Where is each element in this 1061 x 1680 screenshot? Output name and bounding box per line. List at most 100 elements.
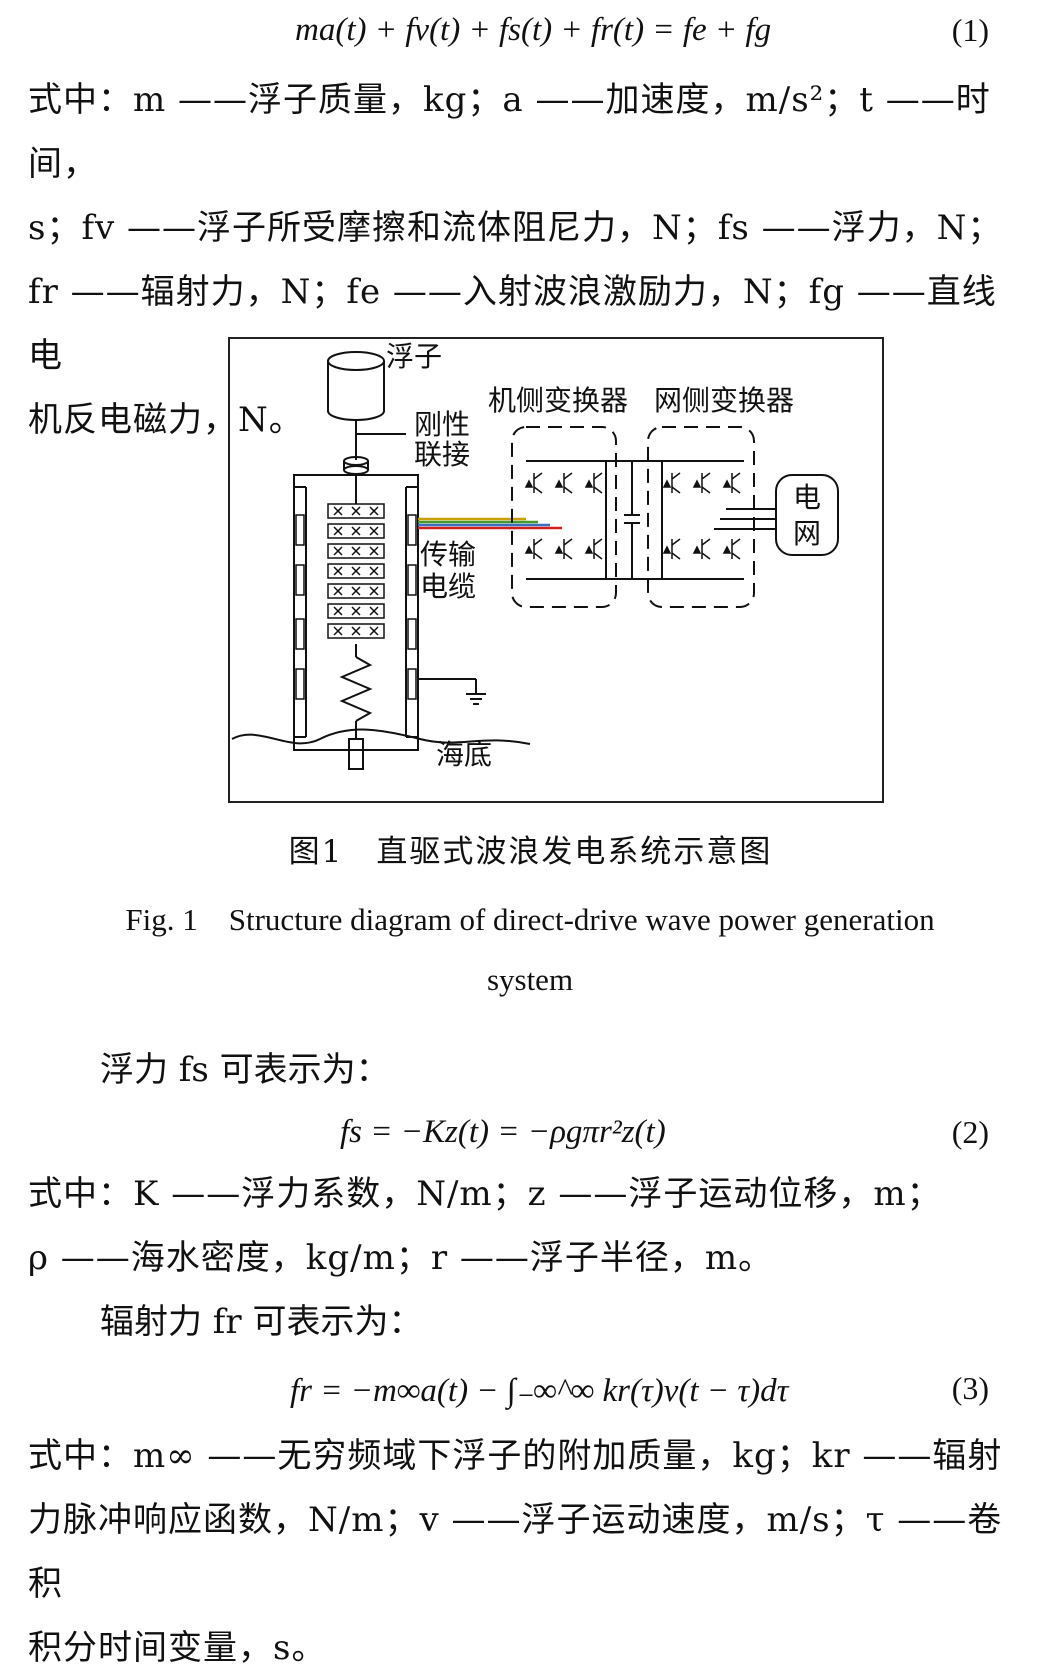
coil-mark [333, 506, 343, 516]
switch-lead [563, 486, 573, 494]
switch-lead [533, 486, 543, 494]
generator-housing [293, 474, 419, 751]
system-diagram [231, 351, 839, 770]
switch-diode [722, 479, 732, 488]
intro-buoyancy: 浮力 fs 可表示为： [100, 1050, 390, 1090]
switch-diode [692, 479, 702, 488]
coil-mark [351, 626, 361, 636]
coil-mark [351, 506, 361, 516]
coil-mark [351, 566, 361, 576]
coil-mark [333, 586, 343, 596]
figure-caption-en: Fig. 1 Structure diagram of direct-drive… [125, 902, 935, 997]
switch-lead [701, 552, 711, 560]
switch-lead [593, 538, 603, 546]
coil-mark [333, 546, 343, 556]
paragraph-line: ρ ——海水密度，kg/m；r ——浮子半径，m。 [28, 1238, 774, 1278]
switch-lead [533, 552, 543, 560]
paragraph-line: 式中：m ——浮子质量，kg；a ——加速度，m/s²；t ——时间， [28, 80, 991, 184]
coil-mark [369, 566, 379, 576]
coil-segment [327, 563, 385, 579]
igbt-switches [524, 472, 741, 560]
switch-lead [731, 486, 741, 494]
coil-mark [369, 606, 379, 616]
coil-mark [369, 506, 379, 516]
equation-3-number: (3) [951, 1370, 989, 1406]
equation-1: ma(t) + fv(t) + fs(t) + fr(t) = fe + fg [295, 12, 772, 48]
coil-mark [369, 626, 379, 636]
switch-lead [671, 538, 681, 546]
coil-mark [351, 546, 361, 556]
paragraph-line: s；fv ——浮子所受摩擦和流体阻尼力，N；fs ——浮力，N； [28, 208, 1003, 248]
coil-segment [327, 583, 385, 599]
coil-segment [327, 543, 385, 559]
label-cable-2: 电缆 [420, 570, 477, 603]
paragraph-variables-2: 式中：K ——浮力系数，N/m；z ——浮子运动位移，m； ρ ——海水密度，k… [28, 1162, 1028, 1290]
paragraph-line: 式中：m∞ ——无穷频域下浮子的附加质量，kg；kr ——辐射 [28, 1436, 1003, 1476]
coil-mark [351, 606, 361, 616]
switch-lead [671, 552, 681, 560]
coil-segment [327, 623, 385, 639]
equation-3: fr = −m∞a(t) − ∫₋∞^∞ kr(τ)v(t − τ)dτ [290, 1373, 789, 1409]
coil-mark [351, 526, 361, 536]
paragraph-line: 机反电磁力，N。 [28, 400, 304, 440]
switch-lead [701, 486, 711, 494]
seabed-line [231, 728, 531, 745]
grid-box [775, 474, 839, 556]
coil-mark [333, 566, 343, 576]
figure-1: 浮子 刚性 联接 机侧变换器 网侧变换器 传输 电缆 电 网 海底 [228, 337, 884, 803]
switch-lead [671, 472, 681, 480]
paragraph-line: 积分时间变量，s。 [28, 1628, 327, 1668]
switch-lead [593, 472, 603, 480]
switch-lead [563, 552, 573, 560]
switch-diode [554, 545, 564, 554]
switch-diode [524, 545, 534, 554]
equation-2-number: (2) [951, 1114, 989, 1150]
coil-mark [369, 526, 379, 536]
switch-lead [701, 538, 711, 546]
switch-diode [584, 479, 594, 488]
stator-blocks [295, 514, 417, 700]
switch-lead [671, 486, 681, 494]
switch-lead [593, 552, 603, 560]
switch-diode [662, 479, 672, 488]
grid-side-converter-box [647, 426, 755, 608]
coil-mark [369, 586, 379, 596]
coil-mark [333, 626, 343, 636]
figure-caption-cn: 图1 直驱式波浪发电系统示意图 [288, 834, 773, 870]
switch-diode [662, 545, 672, 554]
switch-lead [731, 552, 741, 560]
coil-mark [351, 586, 361, 596]
switch-lead [593, 486, 603, 494]
paragraph-line: 式中：K ——浮力系数，N/m；z ——浮子运动位移，m； [28, 1174, 942, 1214]
label-float: 浮子 [386, 340, 443, 373]
switch-lead [563, 472, 573, 480]
equation-2: fs = −Kz(t) = −ρgπr²z(t) [340, 1114, 666, 1150]
coil-segment [327, 523, 385, 539]
intro-radiation: 辐射力 fr 可表示为： [100, 1302, 423, 1342]
label-rigid-2: 联接 [414, 438, 471, 471]
coil-segment [327, 603, 385, 619]
switch-diode [554, 479, 564, 488]
equation-1-number: (1) [951, 12, 989, 48]
switch-lead [533, 472, 543, 480]
label-rigid-1: 刚性 [414, 408, 471, 441]
label-grid-1: 电 [792, 481, 821, 514]
transmission-cable [418, 517, 562, 530]
spring [339, 656, 373, 722]
coil-mark [333, 526, 343, 536]
switch-lead [563, 538, 573, 546]
switch-diode [722, 545, 732, 554]
mover-coil-stack [327, 503, 385, 639]
coil-mark [333, 606, 343, 616]
switch-lead [701, 472, 711, 480]
label-seabed: 海底 [436, 738, 493, 771]
paragraph-line: fr ——辐射力，N；fe ——入射波浪激励力，N；fg ——直线电 [28, 272, 997, 376]
coil-segment [327, 503, 385, 519]
label-grid-2: 网 [792, 517, 821, 550]
machine-side-converter-box [511, 426, 617, 608]
paragraph-line: 力脉冲响应函数，N/m；v ——浮子运动速度，m/s；τ ——卷积 [28, 1500, 1003, 1604]
switch-diode [524, 479, 534, 488]
switch-lead [533, 538, 543, 546]
paragraph-variables-1: 式中：m ——浮子质量，kg；a ——加速度，m/s²；t ——时间， s；fv… [28, 68, 1028, 452]
